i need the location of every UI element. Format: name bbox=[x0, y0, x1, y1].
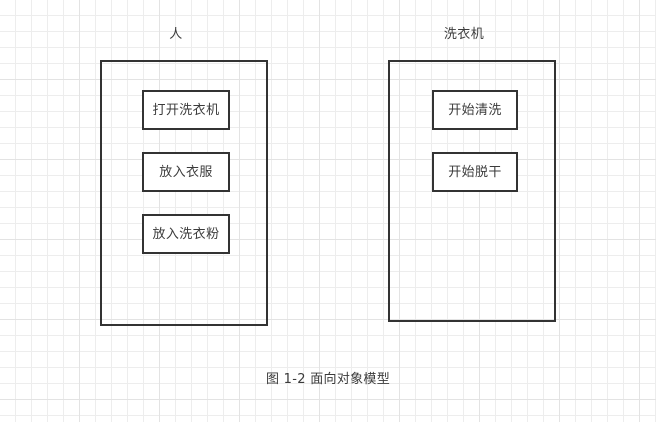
method-box-start-wash[interactable]: 开始清洗 bbox=[432, 90, 518, 130]
figure-caption: 图 1-2 面向对象模型 bbox=[265, 372, 391, 387]
method-label: 放入洗衣粉 bbox=[152, 226, 220, 242]
method-label: 开始脱干 bbox=[448, 164, 502, 180]
method-label: 放入衣服 bbox=[159, 164, 213, 180]
method-label: 打开洗衣机 bbox=[152, 102, 220, 118]
object-title-person: 人 bbox=[169, 27, 183, 42]
method-box-start-spin-dry[interactable]: 开始脱干 bbox=[432, 152, 518, 192]
object-box-washing-machine: 开始清洗 开始脱干 bbox=[388, 60, 556, 322]
method-box-open-washing-machine[interactable]: 打开洗衣机 bbox=[142, 90, 230, 130]
object-box-person: 打开洗衣机 放入衣服 放入洗衣粉 bbox=[100, 60, 268, 326]
object-title-washing-machine: 洗衣机 bbox=[443, 27, 485, 42]
method-label: 开始清洗 bbox=[448, 102, 502, 118]
method-box-put-in-clothes[interactable]: 放入衣服 bbox=[142, 152, 230, 192]
method-box-put-in-detergent[interactable]: 放入洗衣粉 bbox=[142, 214, 230, 254]
